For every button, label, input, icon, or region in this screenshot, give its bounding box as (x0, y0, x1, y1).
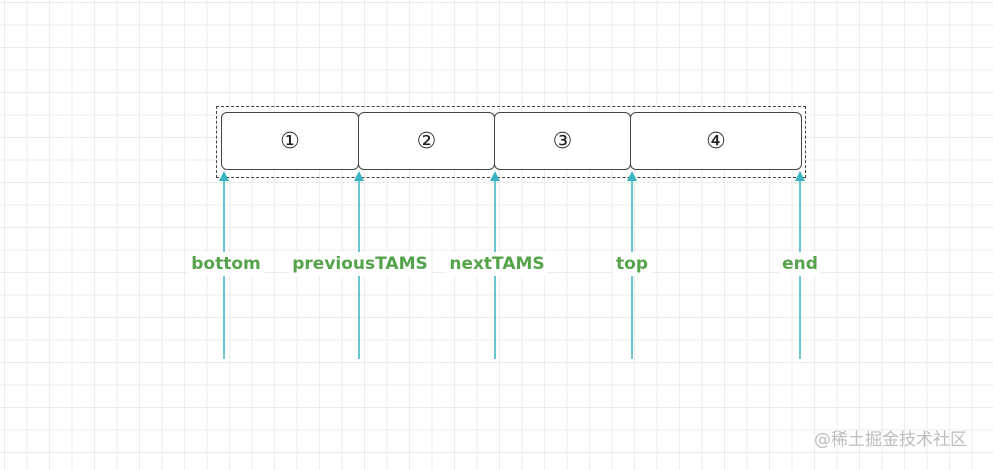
pointer-label-next-tams: nextTAMS (446, 252, 548, 276)
pointer-label-end: end (779, 252, 821, 276)
region-cell-2: ② (358, 112, 495, 170)
watermark: @稀土掘金技术社区 (814, 430, 967, 450)
region-cell-1: ① (221, 112, 359, 170)
region-cell-4: ④ (630, 112, 802, 170)
pointer-label-bottom: bottom (188, 252, 264, 276)
pointer-label-top: top (613, 252, 651, 276)
pointer-label-previous-tams: previousTAMS (289, 252, 431, 276)
region-cell-3: ③ (494, 112, 631, 170)
region-outline (216, 106, 806, 178)
